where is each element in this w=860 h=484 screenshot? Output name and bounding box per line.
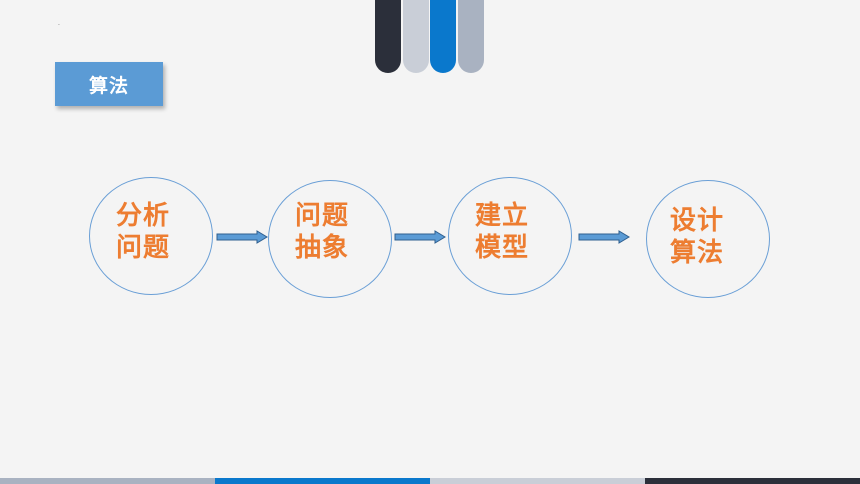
footer-bar-light [430,478,645,484]
step-text-line: 抽象 [294,233,349,263]
step-text-line: 分析 [115,201,170,231]
footer-bar-blue [215,478,430,484]
step-circle-model [448,177,572,295]
step-circle-analyze [89,177,213,295]
footer-bar-dark [645,478,860,484]
step-text-line: 问题 [115,233,170,263]
flow-arrow-icon [578,230,630,244]
flow-arrow-icon [216,230,268,244]
decorative-bar-blue [430,0,456,73]
step-text-analyze: 分析 问题 [103,200,183,264]
step-text-model: 建立 模型 [462,200,542,264]
step-text-abstract: 问题 抽象 [282,200,362,264]
step-text-line: 算法 [669,238,724,268]
corner-marker: · [58,22,60,29]
step-text-line: 问题 [294,201,349,231]
step-circle-algorithm [646,180,770,298]
step-text-algorithm: 设计 算法 [657,205,737,269]
flow-arrow-icon [394,230,446,244]
step-circle-abstract [268,180,392,298]
decorative-bar-gray [458,0,484,73]
step-text-line: 建立 [474,201,529,231]
decorative-bar-light [403,0,429,73]
footer-bar-gray [0,478,215,484]
section-label: 算法 [55,62,163,106]
step-text-line: 模型 [474,233,529,263]
decorative-bar-dark [375,0,401,73]
step-text-line: 设计 [669,206,724,236]
